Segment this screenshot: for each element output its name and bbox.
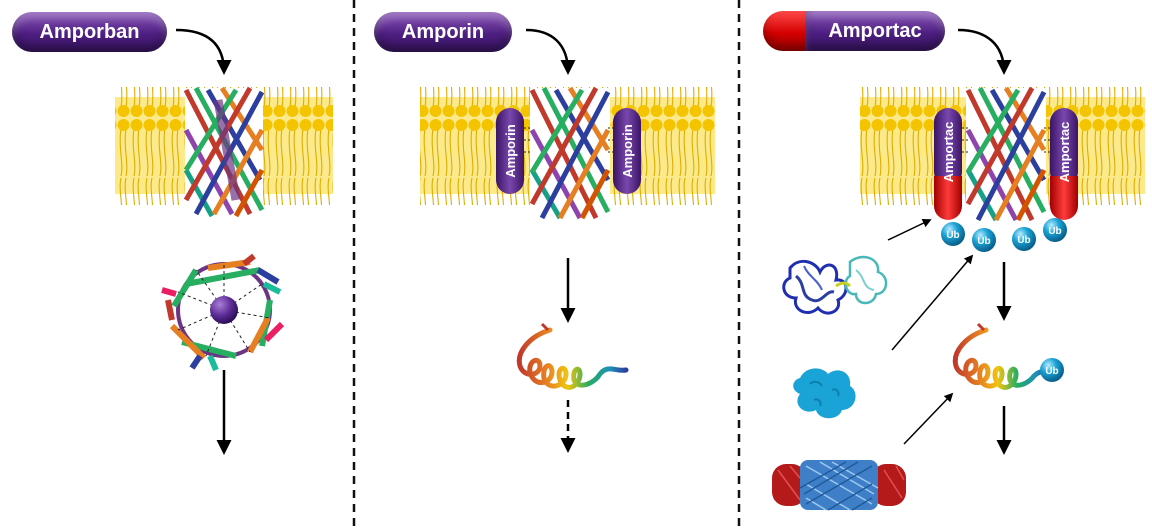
svg-text:Ub: Ub xyxy=(1017,235,1030,246)
arrow-curved-3 xyxy=(957,28,1012,75)
amporin-subunit-label-left: Amporin xyxy=(503,124,518,178)
pore-top-view-panel-1 xyxy=(161,253,285,372)
amporin-subunit-left: Amporin xyxy=(496,108,524,194)
arrow-ub-to-membrane xyxy=(891,254,974,351)
amporin-subunit-label-right: Amporin xyxy=(620,124,635,178)
arrow-e3-to-subunit xyxy=(887,219,932,241)
svg-text:Ub: Ub xyxy=(946,230,959,241)
arrow-proteasome-to-peptide xyxy=(903,392,954,445)
proteasome-structure xyxy=(772,460,906,511)
title-pill-amporin: Amporin xyxy=(374,12,512,52)
ubiquitin-surface-blob xyxy=(793,368,856,419)
amporin-subunit-right: Amporin xyxy=(613,108,641,194)
ub-ball-1: Ub xyxy=(941,222,965,246)
amportac-subunit-label-left: Amportac xyxy=(941,122,956,183)
barrel-pore-panel-3 xyxy=(965,86,1047,222)
svg-text:Ub: Ub xyxy=(977,236,990,247)
e3-ligase-structure xyxy=(782,255,888,315)
ub-ball-3: Ub xyxy=(1012,227,1036,251)
ub-ball-2: Ub xyxy=(972,228,996,252)
ub-ball-4: Ub xyxy=(1043,218,1067,242)
svg-text:Ub: Ub xyxy=(1045,366,1058,377)
arrow-curved-2 xyxy=(525,28,576,75)
barrel-pore-panel-2 xyxy=(529,86,611,220)
peptide-helix-panel-3 xyxy=(952,322,1053,390)
h-bond-lines-panel-3 xyxy=(962,127,1050,153)
ub-ball-peptide: Ub xyxy=(1040,358,1064,382)
title-pill-amporban: Amporban xyxy=(12,12,167,52)
peptide-helix-panel-2 xyxy=(516,322,629,390)
amportac-subunit-label-right: Amportac xyxy=(1057,122,1072,183)
arrow-curved-1 xyxy=(175,28,232,75)
amportac-subunit-left: Amportac xyxy=(934,108,962,220)
barrel-pore-panel-1 xyxy=(183,86,265,218)
ion-ball xyxy=(210,296,238,324)
amportac-subunit-right: Amportac xyxy=(1050,108,1078,220)
svg-text:Ub: Ub xyxy=(1048,226,1061,237)
h-bond-lines-panel-2 xyxy=(524,127,613,153)
title-pill-amportac: Amportac xyxy=(805,11,945,51)
